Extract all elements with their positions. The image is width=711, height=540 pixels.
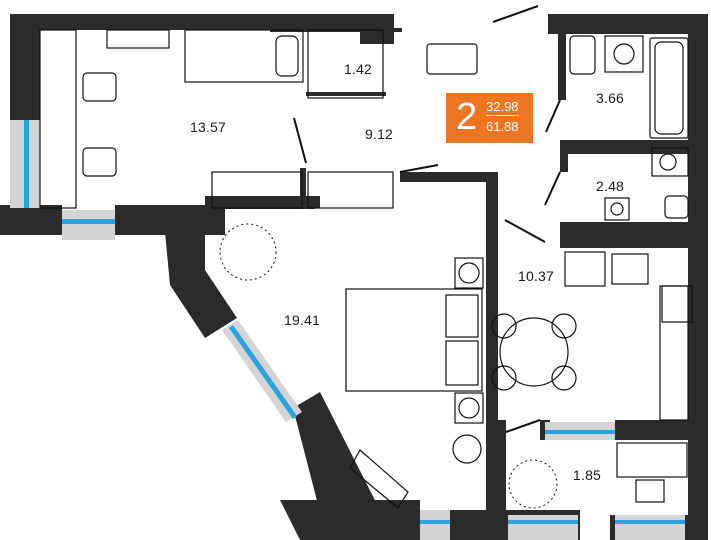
room-area-hall: 9.12 [365,126,394,142]
plant-icon [219,223,558,509]
windows [10,120,685,540]
living-area: 32.98 [486,99,519,116]
room-area-study: 13.57 [190,119,227,135]
room-area-balcony: 1.85 [573,467,602,483]
rooms-count: 2 [456,96,478,138]
room-area-kitchen: 10.37 [518,268,555,284]
furniture [39,29,693,509]
apartment-summary-badge: 2 32.98 61.88 [446,93,533,143]
room-area-bedroom: 19.41 [284,312,321,328]
total-area: 61.88 [486,119,519,134]
room-area-wc: 2.48 [596,178,625,194]
room-area-closet: 1.42 [344,61,373,77]
room-area-bathroom: 3.66 [596,90,625,106]
doors [293,5,561,433]
